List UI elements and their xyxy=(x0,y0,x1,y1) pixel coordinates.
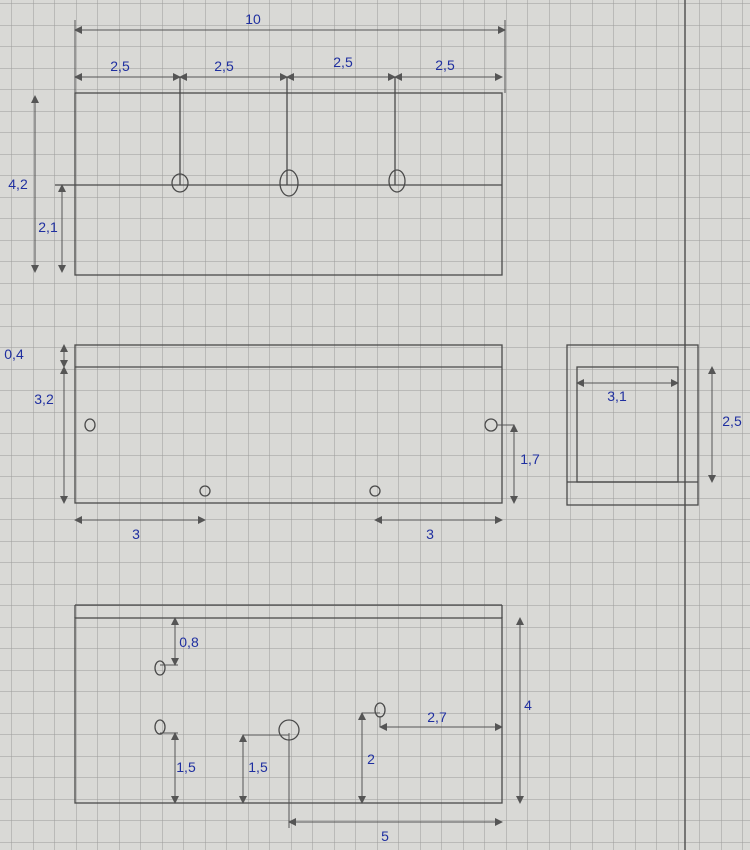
hole xyxy=(154,719,166,735)
dim-label-center-height: 2,1 xyxy=(38,219,58,235)
dim-label-overall-width: 10 xyxy=(245,11,261,27)
dim-label-lip: 0,4 xyxy=(4,346,24,362)
dim-label-spacing-4: 2,5 xyxy=(435,57,455,73)
dim-label-inner-width: 3,1 xyxy=(607,388,627,404)
dim-label-right-offset: 3 xyxy=(426,526,434,542)
front-view: 0,4 3,2 1,7 3 3 xyxy=(4,344,540,542)
hole xyxy=(279,169,299,197)
dim-label-left-offset: 3 xyxy=(132,526,140,542)
dim-label-spacing-2: 2,5 xyxy=(214,58,234,74)
hole xyxy=(278,719,300,741)
hole xyxy=(84,418,96,432)
dim-label-hole-left: 1,5 xyxy=(176,759,196,775)
dim-label-spacing-3: 2,5 xyxy=(333,54,353,70)
front-view-outline xyxy=(74,344,503,504)
dim-label-height: 4,2 xyxy=(8,176,28,192)
hole xyxy=(171,173,189,193)
dim-label-hole-top: 0,8 xyxy=(179,634,199,650)
side-view: 3,1 2,5 xyxy=(566,344,742,506)
top-view-outline xyxy=(74,92,503,276)
dim-label-spacing-1: 2,5 xyxy=(110,58,130,74)
dim-label-bottom-height: 4 xyxy=(524,697,532,713)
dim-label-hole-mid: 1,5 xyxy=(248,759,268,775)
dim-label-front-height: 3,2 xyxy=(34,391,54,407)
dim-label-half-width: 5 xyxy=(381,828,389,844)
top-view: 10 2,5 2,5 2,5 2,5 4,2 2,1 xyxy=(8,11,506,276)
hole xyxy=(388,169,406,193)
hole xyxy=(154,660,166,676)
side-view-outline xyxy=(566,344,699,506)
dim-label-hole-right-height: 2 xyxy=(367,751,375,767)
hole xyxy=(199,485,211,497)
dim-label-hole-height: 1,7 xyxy=(520,451,540,467)
dim-label-inner-height: 2,5 xyxy=(722,413,742,429)
dim-label-hole-right-offset: 2,7 xyxy=(427,709,447,725)
bottom-view: 4 5 0,8 1,5 1,5 2 2,7 xyxy=(74,604,532,844)
hole xyxy=(369,485,381,497)
